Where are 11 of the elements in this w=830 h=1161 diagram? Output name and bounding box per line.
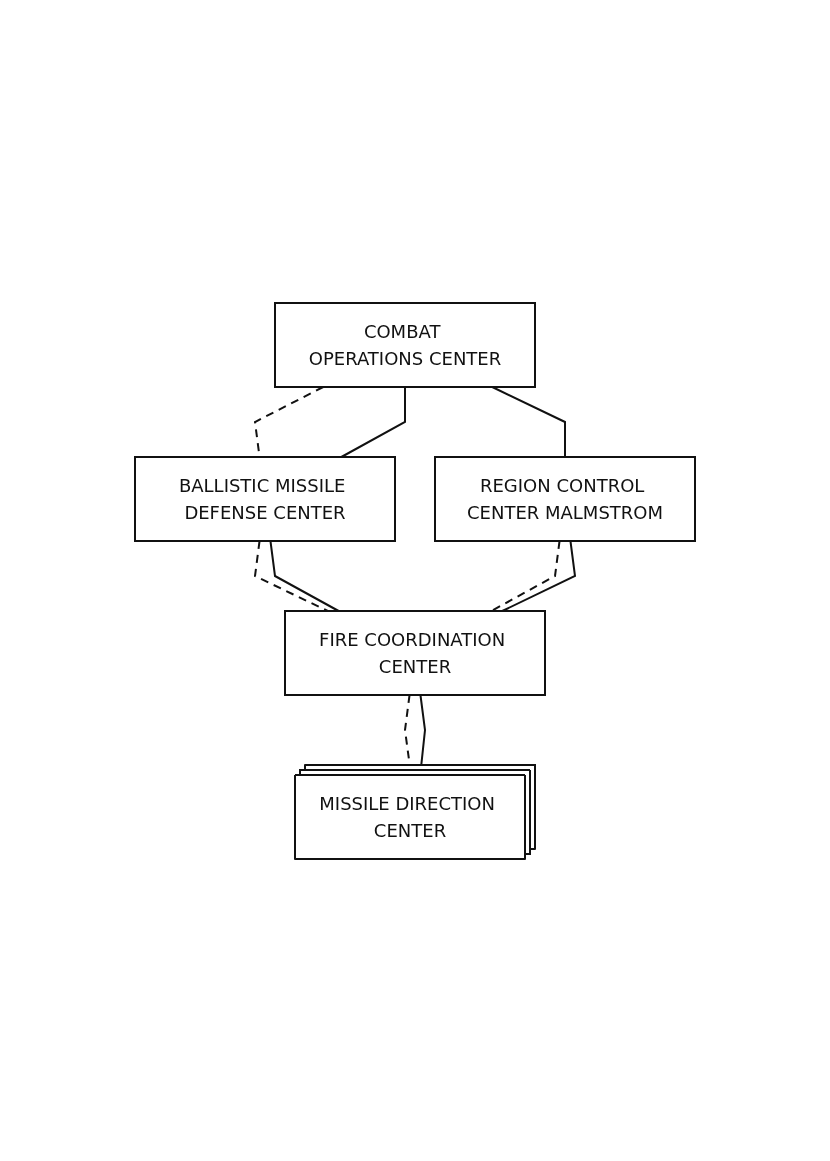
connector — [253, 539, 329, 612]
node-box: COMBAT OPERATIONS CENTER — [274, 301, 536, 388]
connector — [340, 385, 406, 458]
connector — [269, 539, 340, 612]
connector — [501, 539, 577, 612]
node-text: MISSILE DIRECTION CENTER — [319, 792, 495, 841]
node-box: BALLISTIC MISSILE DEFENSE CENTER — [134, 455, 396, 542]
node-box: REGION CONTROL CENTER MALMSTROM — [434, 455, 696, 542]
node-box: FIRE COORDINATION CENTER — [284, 609, 546, 696]
connector — [490, 539, 561, 612]
connector — [491, 385, 566, 458]
